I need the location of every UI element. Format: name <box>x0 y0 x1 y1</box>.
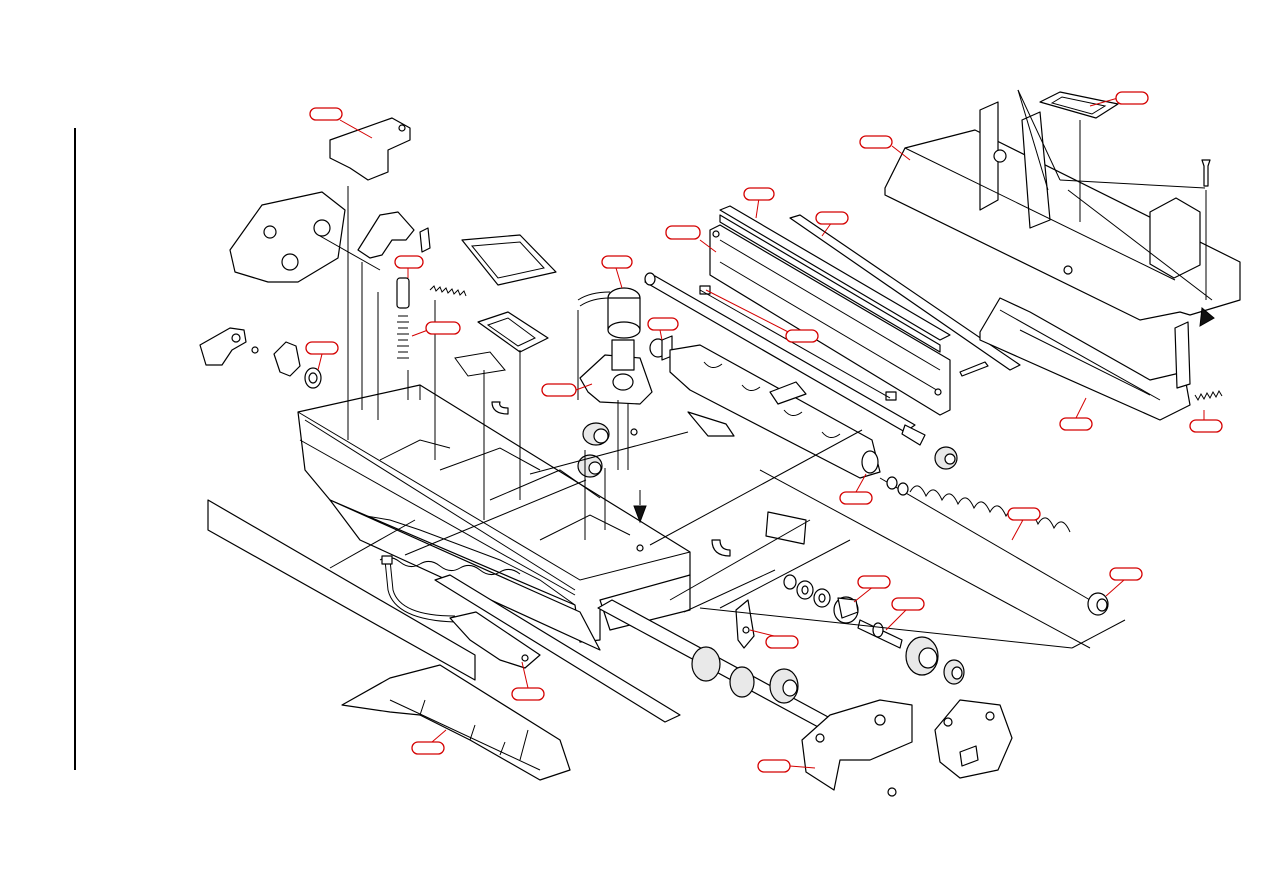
bracket-small-left <box>199 327 247 366</box>
platen-end-block-b <box>885 391 897 401</box>
callout-tag <box>757 759 791 773</box>
guide-rail-upper <box>719 205 951 353</box>
cover-plate-top <box>329 117 411 181</box>
callout-tag <box>411 741 445 755</box>
clip-c-center <box>711 539 731 557</box>
drive-shaft-small <box>857 619 903 649</box>
callout-tag <box>309 107 343 121</box>
arrow-marker-center <box>633 505 647 524</box>
sensor-cable <box>381 555 456 623</box>
end-bushing-right <box>1087 592 1109 616</box>
worm-shaft <box>879 476 1091 601</box>
gear-small-upper <box>582 422 610 446</box>
callout-leader-lines <box>317 97 1205 769</box>
label-sticker-center <box>687 411 735 437</box>
sensor-plate <box>449 611 541 669</box>
callout-tag <box>647 317 679 331</box>
chassis-bottom-rail <box>329 499 601 651</box>
spring-right <box>1194 389 1223 402</box>
guide-strip-right <box>789 214 1021 371</box>
callout-tag <box>305 341 339 355</box>
clip-c-left <box>491 401 509 415</box>
lever-bracket <box>357 211 431 259</box>
roller-bracket <box>649 335 673 361</box>
gear-small-right <box>943 659 965 685</box>
front-cover-strip <box>207 499 476 681</box>
cam-gear <box>833 596 859 624</box>
screw-solenoid <box>630 428 638 436</box>
print-head-carrier <box>669 344 881 479</box>
clutch-assembly-left <box>251 341 322 389</box>
side-plate-gear <box>934 699 1013 779</box>
flat-cable-strip <box>434 574 681 723</box>
callout-tag <box>785 329 819 343</box>
label-sticker-right <box>765 511 807 545</box>
callout-tag <box>1007 507 1041 521</box>
window-frame <box>1039 91 1119 119</box>
callout-tags <box>305 91 1223 773</box>
platen-roller <box>644 272 926 446</box>
feed-roller-shaft <box>597 599 831 729</box>
clip-part <box>477 311 549 353</box>
spring-left <box>429 285 467 297</box>
callout-tag <box>1059 417 1093 431</box>
arrow-marker-right <box>1199 307 1215 327</box>
guide-rail-long <box>709 224 951 416</box>
callout-tag <box>743 187 775 201</box>
rear-frame <box>979 297 1191 421</box>
callout-tag <box>1109 567 1143 581</box>
gear-small-lower <box>577 454 603 478</box>
side-frame-right-lower <box>801 699 913 791</box>
label-sticker-left <box>454 351 506 377</box>
pin-post <box>396 277 410 359</box>
callout-tag <box>815 211 849 225</box>
callout-tag <box>1115 91 1149 105</box>
screw-bottom <box>887 787 897 797</box>
spring-center <box>959 361 989 377</box>
top-cover-assembly <box>884 101 1241 321</box>
callout-tag <box>765 635 799 649</box>
gear-platen-right <box>934 446 958 470</box>
screw-top-right <box>1201 159 1211 187</box>
solenoid-coil <box>577 287 641 339</box>
callout-tag <box>511 687 545 701</box>
callout-tag <box>601 255 633 269</box>
solenoid-base <box>579 339 653 405</box>
callout-tag <box>541 383 577 397</box>
callout-tag <box>839 491 873 505</box>
lower-paper-tray <box>341 664 571 781</box>
callout-tag <box>859 135 893 149</box>
washers <box>783 574 831 608</box>
gear-large-right <box>905 636 939 676</box>
callout-tag <box>394 255 424 269</box>
paper-guide-plate <box>461 234 557 286</box>
callout-tag <box>665 225 701 240</box>
callout-tag <box>1189 419 1223 433</box>
callout-tag <box>857 575 891 589</box>
callout-tag <box>425 321 461 335</box>
callout-tag <box>891 597 925 611</box>
lever-small <box>735 599 755 649</box>
side-frame-left <box>229 191 346 283</box>
